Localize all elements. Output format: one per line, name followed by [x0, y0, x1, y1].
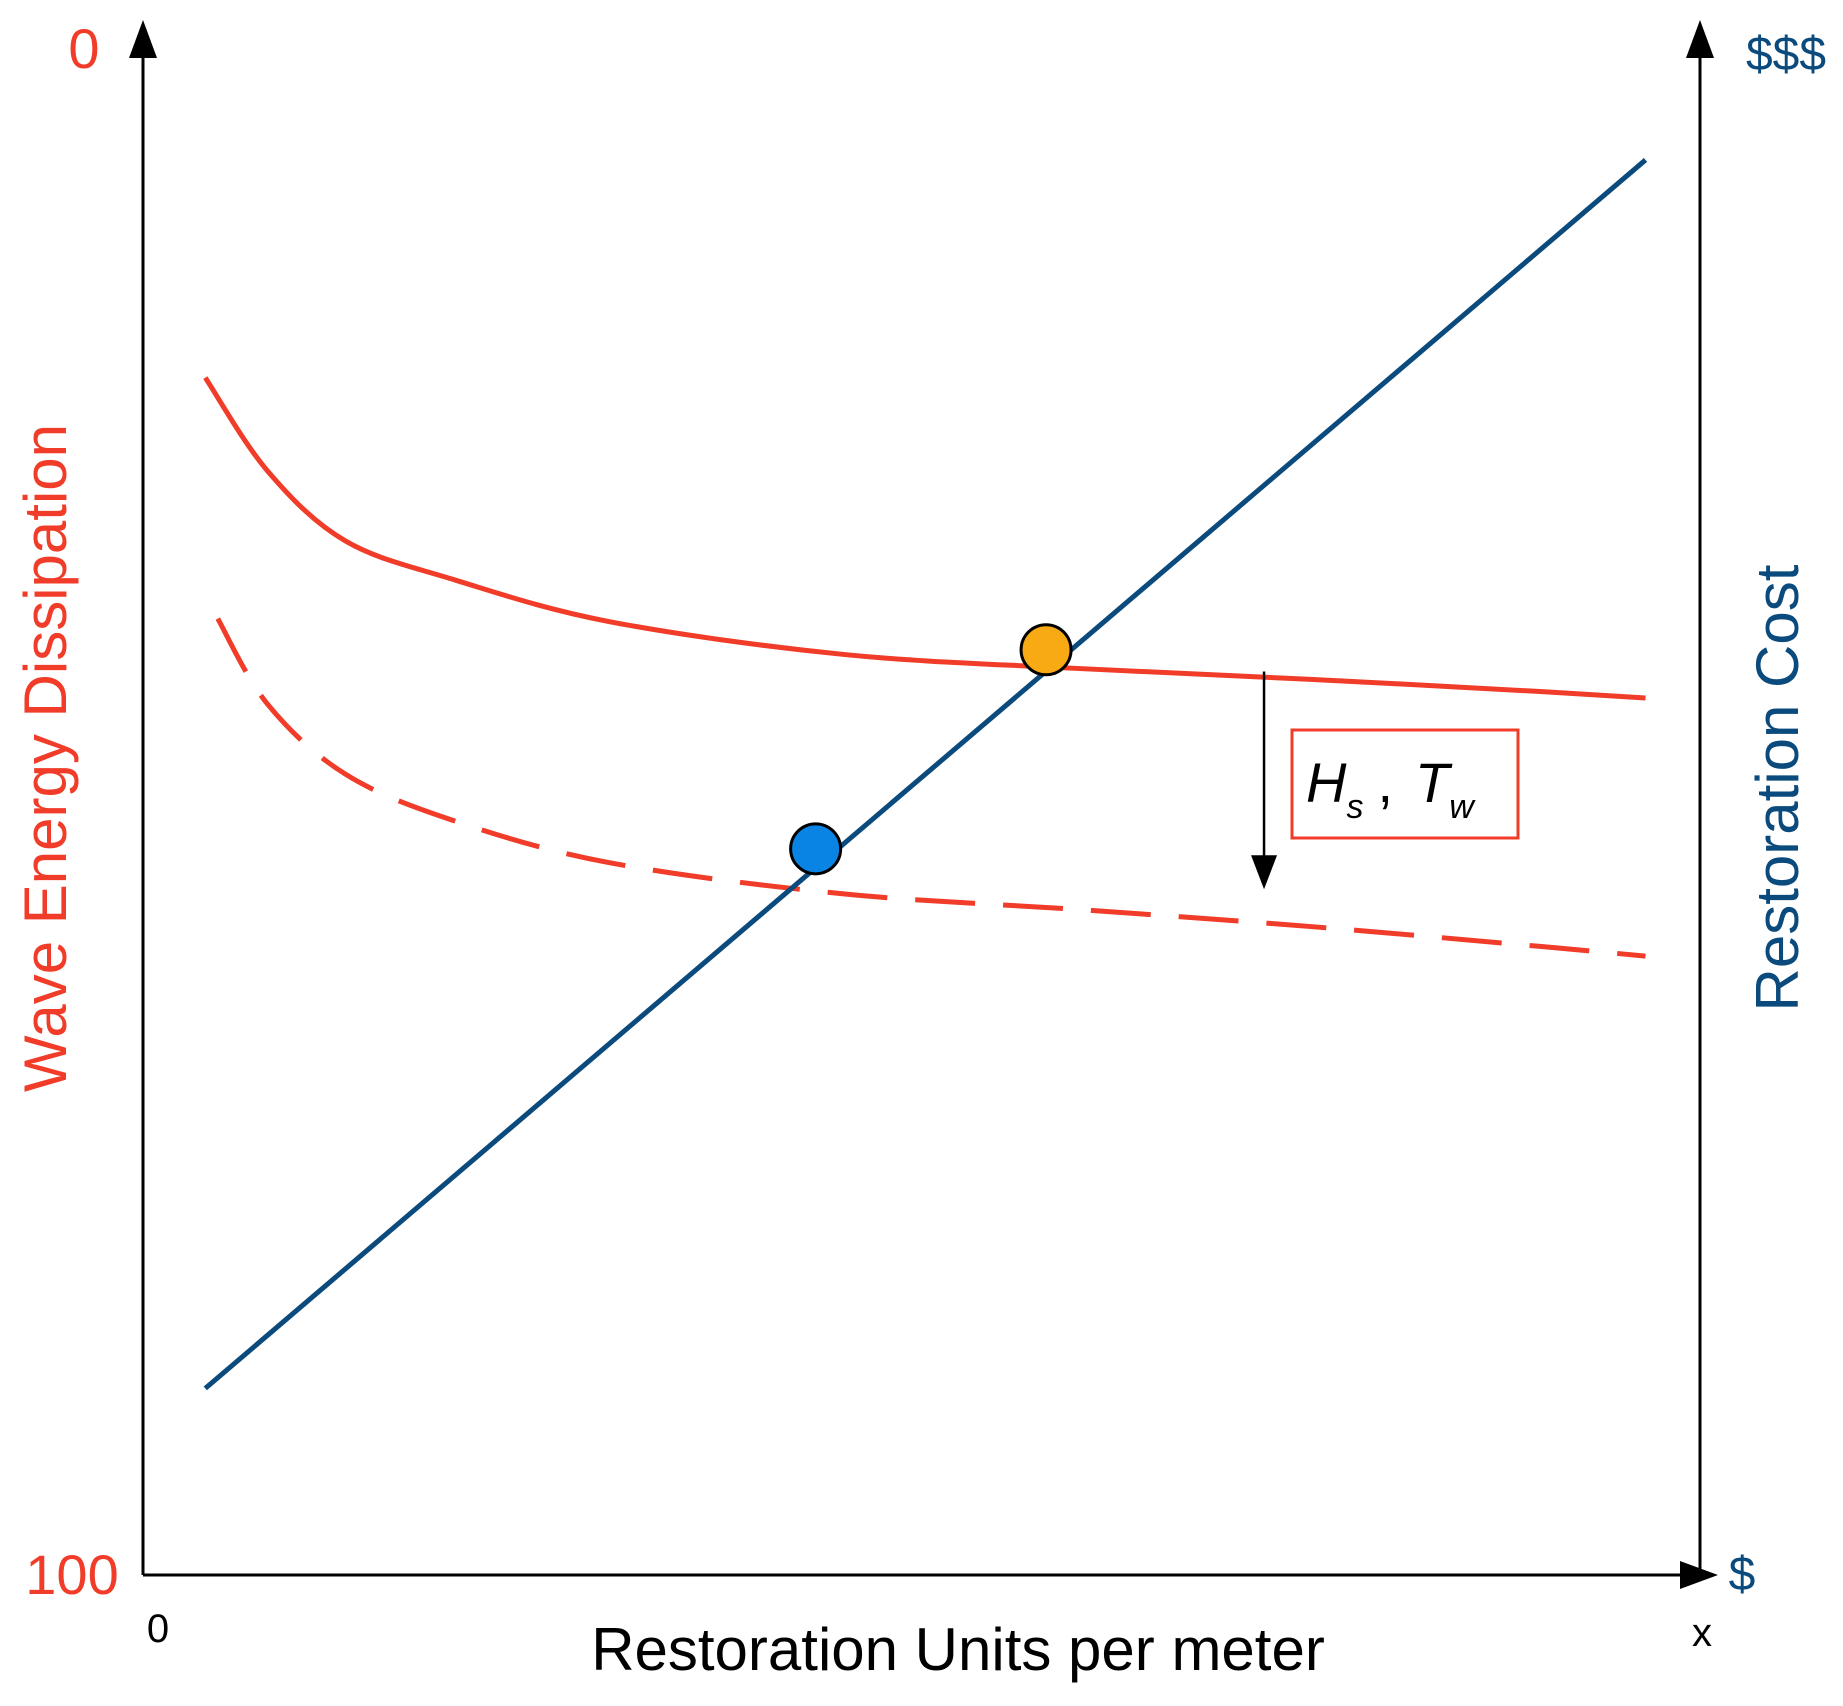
annotation-label: Hs, Tw	[1306, 751, 1476, 826]
annotation-h: H	[1306, 751, 1347, 814]
right-axis-top-label: $$$	[1746, 28, 1826, 81]
annotation-box	[1290, 728, 1520, 840]
right-y-axis-arrowhead	[1686, 20, 1714, 58]
series-restoration-cost-line	[203, 158, 1648, 1391]
left-axis-top-label: 0	[68, 17, 99, 80]
x-axis-title: Restoration Units per meter	[591, 1616, 1325, 1683]
left-y-axis-arrowhead	[129, 20, 157, 58]
right-axis-title: Restoration Cost	[1744, 564, 1811, 1011]
annotation-separator: ,	[1377, 751, 1393, 814]
left-axis-bottom-label: 100	[25, 1543, 118, 1606]
shift-arrow-head	[1251, 855, 1278, 890]
series-dashed-dissipation-line	[215, 617, 1646, 959]
series-solid-dissipation-line	[203, 376, 1646, 701]
annotation-h-subscript: s	[1346, 788, 1363, 826]
annotation-t: T	[1415, 751, 1453, 814]
annotation-t-subscript: w	[1449, 788, 1476, 826]
marker-blue-point	[789, 822, 843, 876]
x-axis-start-label: 0	[147, 1607, 169, 1651]
x-axis-arrowhead	[1680, 1561, 1718, 1589]
right-axis-bottom-label: $	[1729, 1548, 1756, 1601]
x-axis-end-label: x	[1692, 1611, 1712, 1655]
left-axis-title: Wave Energy Dissipation	[12, 424, 79, 1092]
marker-orange-point	[1019, 623, 1073, 677]
